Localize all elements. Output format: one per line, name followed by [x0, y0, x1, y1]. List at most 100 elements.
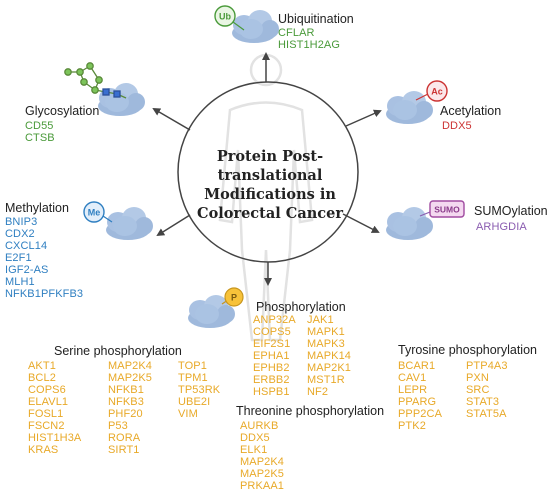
gene-item: MLH1: [5, 276, 35, 288]
gene-item: MAP2K1: [307, 362, 352, 374]
gene-item: EPHA1: [253, 350, 290, 362]
gene-item: IGF2-AS: [5, 264, 49, 276]
gene-item: MAP2K5: [108, 372, 153, 384]
gene-item: P53: [108, 420, 128, 432]
gene-item: AKT1: [28, 360, 56, 372]
gene-item: HSPB1: [253, 386, 290, 398]
gene-item: PXN: [466, 372, 489, 384]
threonine-gene-list: AURKB DDX5 ELK1 MAP2K4 MAP2K5 PRKAA1: [240, 420, 284, 492]
gene-item: PRKAA1: [240, 480, 285, 492]
gene-item: CTSB: [25, 132, 55, 144]
gene-item: MAPK3: [307, 338, 345, 350]
gene-item: JAK1: [307, 314, 334, 326]
gene-item: NF2: [307, 386, 329, 398]
ac-badge-icon: Ac: [415, 80, 448, 102]
glycosylation-gene-list: CD55 CTSB: [25, 120, 55, 144]
gene-item: CFLAR: [278, 27, 315, 39]
gene-item: CDX2: [5, 228, 35, 240]
acetylation-title: Acetylation: [440, 104, 502, 118]
gene-item: BCL2: [28, 372, 56, 384]
threonine-phosphorylation-title: Threonine phosphorylation: [236, 404, 385, 418]
p-badge-icon: P: [221, 287, 244, 307]
gene-item: ELK1: [240, 444, 268, 456]
svg-text:P: P: [231, 293, 237, 303]
gene-item: COPS6: [28, 384, 66, 396]
arrow-acetylation: [345, 109, 382, 127]
sumo-badge-icon: SUMO: [419, 200, 465, 218]
phosphorylation-gene-list-col1: ANP32A COPS5 EIF2S1 EPHA1 EPHB2 ERBB2 HS…: [253, 314, 296, 398]
gene-item: KRAS: [28, 444, 59, 456]
sumoylation-gene-list: ARHGDIA: [476, 221, 527, 233]
tyrosine-gene-list-col1: BCAR1 CAV1 LEPR PPARG PPP2CA PTK2: [398, 360, 442, 432]
gene-item: ARHGDIA: [476, 221, 527, 233]
center-title-line2: Modifications in: [204, 186, 336, 203]
gene-item: CAV1: [398, 372, 427, 384]
glycan-chain-icon: [64, 62, 127, 99]
gene-item: MAPK1: [307, 326, 345, 338]
center-title-line3: Colorectal Cancer: [197, 205, 343, 222]
gene-item: STAT3: [466, 396, 500, 408]
center-title-line1: Protein Post-translational: [216, 148, 324, 184]
gene-item: DDX5: [240, 432, 270, 444]
tyrosine-gene-list-col2: PTP4A3 PXN SRC STAT3 STAT5A: [466, 360, 508, 420]
phosphorylation-title: Phosphorylation: [256, 300, 346, 314]
gene-item: COPS5: [253, 326, 291, 338]
svg-text:Ub: Ub: [219, 12, 231, 22]
gene-item: TOP1: [178, 360, 207, 372]
gene-item: SRC: [466, 384, 490, 396]
serine-phosphorylation-title: Serine phosphorylation: [54, 344, 182, 358]
methylation-title: Methylation: [5, 201, 69, 215]
gene-item: BNIP3: [5, 216, 38, 228]
gene-item: RORA: [108, 432, 141, 444]
gene-item: CD55: [25, 120, 54, 132]
gene-item: MAPK14: [307, 350, 352, 362]
ubiquitination-gene-list: CFLAR HIST1H2AG: [278, 27, 340, 51]
gene-item: EPHB2: [253, 362, 290, 374]
gene-item: ELAVL1: [28, 396, 69, 408]
gene-item: NFKB1: [108, 384, 144, 396]
gene-item: FOSL1: [28, 408, 64, 420]
gene-item: BCAR1: [398, 360, 436, 372]
gene-item: VIM: [178, 408, 198, 420]
sumoylation-title: SUMOylation: [474, 204, 548, 218]
gene-item: SIRT1: [108, 444, 140, 456]
gene-item: MAP2K4: [108, 360, 153, 372]
me-badge-icon: Me: [83, 201, 113, 223]
gene-item: CXCL14: [5, 240, 48, 252]
tyrosine-phosphorylation-title: Tyrosine phosphorylation: [398, 343, 537, 357]
methylation-gene-list: BNIP3 CDX2 CXCL14 E2F1 IGF2-AS MLH1 NFKB…: [5, 216, 83, 300]
svg-text:Ac: Ac: [431, 87, 443, 97]
gene-item: LEPR: [398, 384, 428, 396]
protein-cloud-glycosylation-icon: [98, 83, 145, 116]
protein-cloud-acetylation-icon: [386, 91, 433, 124]
gene-item: PPP2CA: [398, 408, 443, 420]
gene-item: MST1R: [307, 374, 345, 386]
protein-cloud-sumoylation-icon: [386, 207, 433, 240]
gene-item: DDX5: [442, 120, 472, 132]
glycosylation-title: Glycosylation: [25, 104, 100, 118]
gene-item: EIF2S1: [253, 338, 291, 350]
serine-gene-list-col3: TOP1 TPM1 TP53RK UBE2I VIM: [178, 360, 220, 420]
gene-item: NFKB3: [108, 396, 144, 408]
gene-item: ANP32A: [253, 314, 296, 326]
serine-gene-list-col2: MAP2K4 MAP2K5 NFKB1 NFKB3 PHF20 P53 RORA…: [108, 360, 152, 456]
gene-item: MAP2K4: [240, 456, 285, 468]
gene-item: ERBB2: [253, 374, 290, 386]
gene-item: UBE2I: [178, 396, 211, 408]
gene-item: TPM1: [178, 372, 208, 384]
gene-item: NFKB1PFKFB3: [5, 288, 84, 300]
gene-item: PPARG: [398, 396, 437, 408]
arrow-glycosylation: [152, 107, 191, 131]
gene-item: TP53RK: [178, 384, 221, 396]
arrow-sumoylation: [342, 213, 380, 233]
protein-cloud-methylation-icon: [106, 207, 153, 240]
gene-item: AURKB: [240, 420, 279, 432]
svg-text:SUMO: SUMO: [434, 205, 460, 215]
gene-item: STAT5A: [466, 408, 507, 420]
ubiquitination-title: Ubiquitination: [278, 12, 354, 26]
gene-item: HIST1H2AG: [278, 39, 341, 51]
serine-gene-list-col1: AKT1 BCL2 COPS6 ELAVL1 FOSL1 FSCN2 HIST1…: [28, 360, 81, 456]
gene-item: FSCN2: [28, 420, 65, 432]
gene-item: MAP2K5: [240, 468, 285, 480]
